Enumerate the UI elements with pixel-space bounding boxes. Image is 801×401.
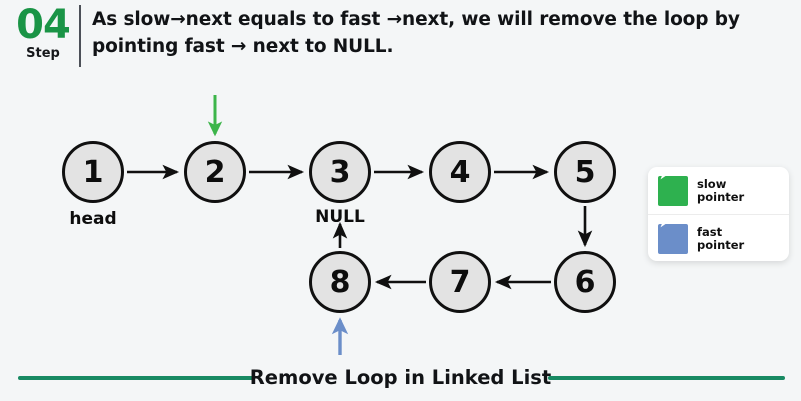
- legend-item-fast-pointer[interactable]: fast pointer: [648, 214, 789, 262]
- head-label: head: [69, 209, 117, 229]
- node-6[interactable]: 6: [554, 251, 616, 313]
- node-5[interactable]: 5: [554, 141, 616, 203]
- fast-pointer-label: fast pointer: [697, 224, 745, 252]
- step-badge: 04 Step: [12, 4, 74, 61]
- step-description: As slow→next equals to fast →next, we wi…: [92, 9, 740, 57]
- legend: slow pointer fast pointer: [648, 167, 789, 261]
- slow-pointer-label-line2: pointer: [697, 189, 745, 204]
- footer: Remove Loop in Linked List: [0, 357, 801, 401]
- null-label: NULL: [315, 207, 365, 227]
- header-divider: [79, 5, 81, 67]
- footer-title: Remove Loop in Linked List: [249, 366, 552, 389]
- fast-pointer-swatch: [648, 216, 688, 254]
- slow-pointer-label: slow pointer: [697, 176, 745, 204]
- node-4[interactable]: 4: [429, 141, 491, 203]
- step-word: Step: [26, 46, 60, 61]
- footer-rule-left: [18, 376, 254, 380]
- header: 04 Step As slow→next equals to fast →nex…: [0, 0, 801, 82]
- node-7[interactable]: 7: [429, 251, 491, 313]
- footer-rule-right: [548, 376, 785, 380]
- node-8[interactable]: 8: [309, 251, 371, 313]
- arrow-right-icon: [648, 216, 669, 228]
- fast-pointer-label-line1: fast: [697, 224, 723, 239]
- slow-pointer-label-line1: slow: [697, 176, 727, 191]
- arrow-right-icon: [648, 168, 669, 180]
- node-2[interactable]: 2: [184, 141, 246, 203]
- legend-item-slow-pointer[interactable]: slow pointer: [648, 167, 789, 214]
- node-1[interactable]: 1: [62, 141, 124, 203]
- fast-pointer-label-line2: pointer: [697, 237, 745, 252]
- linked-list-diagram: 1 2 3 4 5 6 7 8 head NULL: [0, 82, 801, 357]
- step-number: 04: [16, 2, 71, 48]
- slow-pointer-swatch: [648, 168, 688, 206]
- node-3[interactable]: 3: [309, 141, 371, 203]
